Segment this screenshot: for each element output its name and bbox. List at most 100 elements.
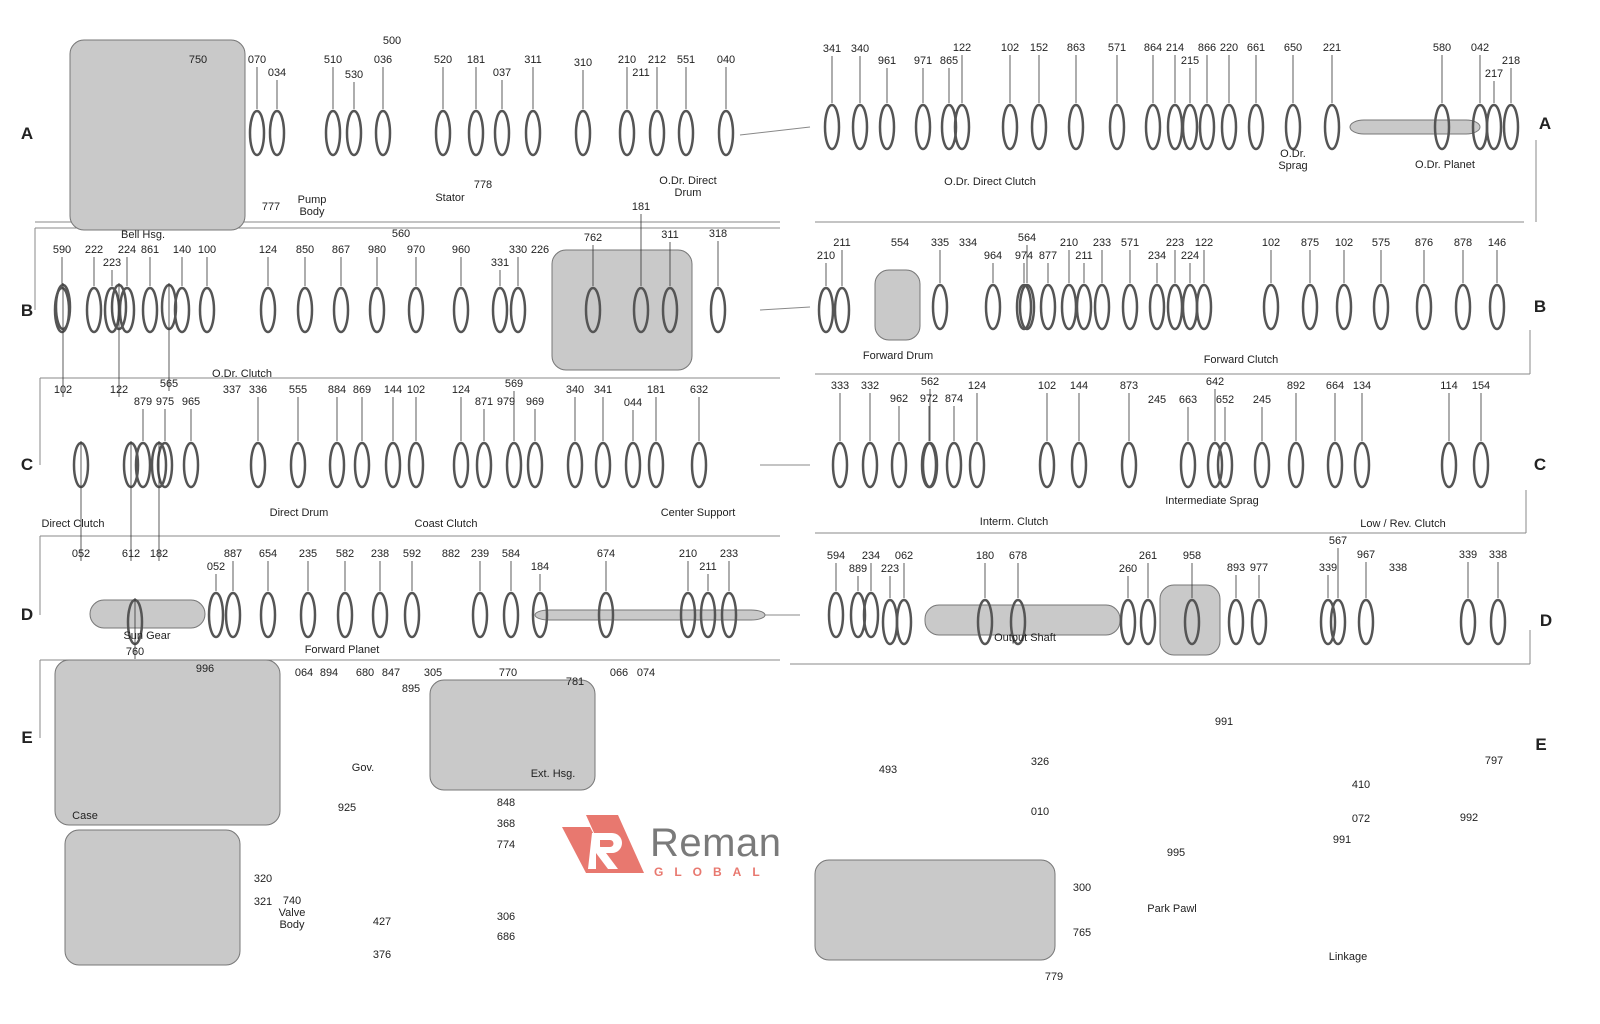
component-caption: Center Support	[660, 507, 736, 519]
part-callout: 876	[1414, 237, 1434, 249]
part-callout: 102	[53, 384, 73, 396]
ring-part	[679, 591, 697, 639]
connector-line	[739, 126, 811, 136]
part-callout: 678	[1008, 550, 1028, 562]
part-callout: 210	[816, 250, 836, 262]
row-letter: B	[1533, 297, 1547, 316]
part-callout: 310	[573, 57, 593, 69]
ring-part	[524, 109, 542, 157]
part-callout: 334	[958, 237, 978, 249]
part-callout: 562	[920, 376, 940, 388]
ring-part	[831, 441, 849, 489]
ring-part	[526, 441, 544, 489]
part-callout: 245	[1147, 394, 1167, 406]
part-callout: 184	[530, 561, 550, 573]
part-callout: 223	[102, 257, 122, 269]
part-callout: 144	[383, 384, 403, 396]
ring-part	[690, 441, 708, 489]
component-caption: Linkage	[1328, 951, 1368, 963]
ring-part	[371, 591, 389, 639]
ring-part	[1018, 283, 1036, 331]
ring-part	[661, 286, 679, 334]
ring-part	[1015, 283, 1033, 331]
part-callout: 341	[822, 43, 842, 55]
ring-part	[1459, 598, 1477, 646]
component-caption: O.Dr. Sprag	[1278, 148, 1308, 172]
ring-part	[618, 109, 636, 157]
ring-part	[881, 598, 899, 646]
part-callout: 338	[1388, 562, 1408, 574]
part-callout: 996	[195, 663, 215, 675]
ring-part	[1415, 283, 1433, 331]
row-letter: E	[21, 728, 33, 747]
part-callout: 306	[496, 911, 516, 923]
part-callout: 335	[930, 237, 950, 249]
part-callout: 642	[1205, 376, 1225, 388]
part-callout: 861	[140, 244, 160, 256]
component-caption: Intermediate Sprag	[1165, 495, 1259, 507]
part-callout: 680	[355, 667, 375, 679]
ring-part	[968, 441, 986, 489]
ring-part	[1319, 598, 1337, 646]
ring-part	[289, 441, 307, 489]
ring-part	[1323, 103, 1341, 151]
ring-part	[1181, 283, 1199, 331]
part-callout: 102	[1000, 42, 1020, 54]
extension-housing-770-part	[429, 679, 596, 791]
part-callout: 760	[125, 646, 145, 658]
ring-part	[471, 591, 489, 639]
component-caption: Forward Planet	[304, 644, 380, 656]
component-caption: Stator	[435, 192, 465, 204]
row-letter: C	[1533, 455, 1547, 474]
part-callout: 560	[391, 228, 411, 240]
part-callout: 974	[1014, 250, 1034, 262]
part-callout: 339	[1458, 549, 1478, 561]
part-callout: 034	[267, 67, 287, 79]
part-callout: 410	[1351, 779, 1371, 791]
part-callout: 565	[159, 378, 179, 390]
ring-part	[502, 591, 520, 639]
ring-part	[224, 591, 242, 639]
ring-part	[851, 103, 869, 151]
part-callout: 102	[406, 384, 426, 396]
part-callout: 510	[323, 54, 343, 66]
ring-part	[817, 286, 835, 334]
part-callout: 873	[1119, 380, 1139, 392]
ring-part	[597, 591, 615, 639]
ring-part	[1335, 283, 1353, 331]
ring-part	[1179, 441, 1197, 489]
ring-part	[452, 286, 470, 334]
part-callout: 493	[878, 764, 898, 776]
ring-part	[475, 441, 493, 489]
part-callout: 958	[1182, 550, 1202, 562]
part-callout: 211	[632, 67, 650, 79]
ring-part	[434, 109, 452, 157]
part-callout: 233	[719, 548, 739, 560]
component-caption: Bell Hsg.	[120, 229, 166, 241]
ring-part	[368, 286, 386, 334]
part-callout: 210	[617, 54, 637, 66]
part-callout: 215	[1180, 55, 1200, 67]
row-letter: E	[1535, 735, 1547, 754]
part-callout: 980	[367, 244, 387, 256]
part-callout: 972	[919, 393, 939, 405]
part-callout: 582	[335, 548, 355, 560]
part-callout: 072	[1351, 813, 1371, 825]
component-caption: Case	[72, 810, 98, 822]
row-letter: A	[1538, 114, 1552, 133]
ring-part	[1166, 283, 1184, 331]
part-callout: 879	[133, 396, 153, 408]
part-callout: 311	[661, 229, 679, 241]
part-callout: 337	[222, 384, 242, 396]
ring-part	[1326, 441, 1344, 489]
ring-part	[648, 109, 666, 157]
ring-part	[353, 441, 371, 489]
part-callout: 970	[406, 244, 426, 256]
part-callout: 564	[1017, 232, 1037, 244]
overdrive-shaft-580-part	[1349, 119, 1481, 135]
part-callout: 889	[848, 563, 868, 575]
part-callout: 869	[352, 384, 372, 396]
part-callout: 686	[496, 931, 516, 943]
ring-part	[677, 109, 695, 157]
part-callout: 180	[975, 550, 995, 562]
